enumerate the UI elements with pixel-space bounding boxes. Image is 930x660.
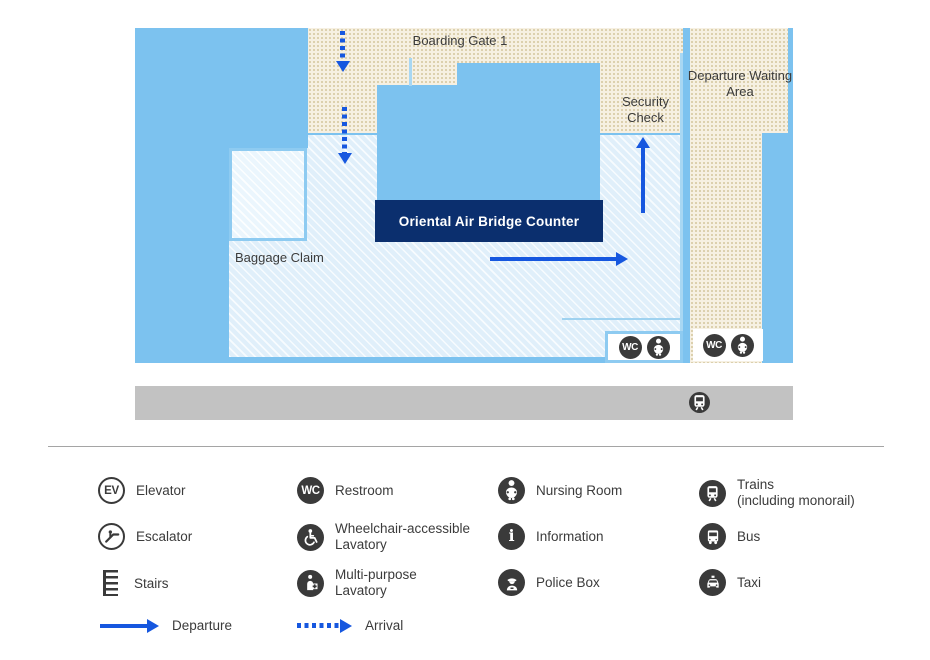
legend-taxi: Taxi: [699, 569, 761, 596]
legend-police-box: Police Box: [498, 569, 600, 596]
legend-restroom: WC Restroom: [297, 477, 394, 504]
legend-elevator: EV Elevator: [98, 477, 186, 504]
restroom-icon: WC: [702, 333, 726, 357]
legend-divider: [48, 446, 884, 447]
wheelchair-lavatory-icon: [297, 523, 324, 551]
departure-arrow-icon: [490, 252, 628, 266]
legend-label: Police Box: [536, 575, 600, 590]
area-separator-line: [680, 53, 683, 363]
legend-escalator: Escalator: [98, 523, 192, 550]
legend-label: Escalator: [136, 529, 193, 544]
restroom-partition-line: [562, 318, 680, 320]
nursing-room-icon: [646, 335, 670, 359]
departure-waiting-area-column: [690, 133, 762, 363]
legend-label: Trains (including monorail): [737, 477, 855, 508]
legend-label: Information: [536, 529, 604, 544]
departure-arrow-icon: [100, 618, 159, 633]
nursing-room-icon: [730, 333, 754, 357]
terminal-block-right: [457, 63, 600, 200]
legend-trains: Trains (including monorail): [699, 477, 855, 509]
bus-icon: [699, 523, 726, 550]
legend-label: Wheelchair-accessible Lavatory: [335, 521, 471, 552]
legend-multipurpose-lavatory: Multi-purpose Lavatory: [297, 567, 417, 599]
departure-waiting-area-top: [690, 28, 788, 133]
restroom-icon: WC: [618, 335, 642, 359]
legend-information: i Information: [498, 523, 604, 550]
gate-marker-line: [409, 58, 412, 86]
terminal-block-left: [377, 85, 457, 200]
legend-label: Restroom: [335, 483, 394, 498]
arrival-arrow-icon: [297, 618, 352, 633]
information-icon: i: [498, 523, 525, 550]
legend-wheelchair-lavatory: Wheelchair-accessible Lavatory: [297, 521, 470, 553]
transit-bar: [135, 386, 793, 420]
legend-label: Multi-purpose Lavatory: [335, 567, 417, 598]
legend-label: Arrival: [365, 618, 404, 633]
legend-bus: Bus: [699, 523, 760, 550]
baggage-claim-label: Baggage Claim: [235, 250, 324, 265]
oriental-air-bridge-counter: Oriental Air Bridge Counter: [375, 200, 603, 242]
arrival-arrow-icon: [338, 107, 352, 165]
multipurpose-lavatory-icon: [297, 569, 324, 597]
arrival-arrow-icon: [336, 31, 350, 73]
restroom-icon: WC: [297, 477, 324, 504]
counter-label: Oriental Air Bridge Counter: [398, 213, 580, 229]
stairs-icon: [103, 570, 118, 596]
taxi-icon: [699, 569, 726, 596]
elevator-icon: EV: [98, 477, 125, 504]
trains-icon: [689, 392, 710, 413]
legend-label: Elevator: [136, 483, 186, 498]
trains-icon: [699, 479, 726, 507]
legend-label: Nursing Room: [536, 483, 623, 498]
restroom-box-departure: WC: [693, 329, 763, 361]
security-check-label: Security Check: [622, 94, 669, 125]
restroom-box-hall: WC: [605, 331, 683, 363]
baggage-carousel: [229, 148, 307, 241]
nursing-room-icon: [498, 477, 525, 504]
departure-arrow-icon: [636, 137, 650, 213]
terminal-map: Oriental Air Bridge Counter Boarding Gat…: [135, 28, 793, 363]
escalator-icon: [98, 523, 125, 550]
legend-departure: Departure: [100, 618, 232, 633]
legend-label: Bus: [737, 529, 761, 544]
departure-waiting-label: Departure Waiting Area: [687, 68, 793, 99]
legend-arrival: Arrival: [297, 618, 403, 633]
legend-label: Taxi: [737, 575, 762, 590]
legend-nursing-room: Nursing Room: [498, 477, 622, 504]
legend-label: Stairs: [134, 575, 169, 591]
legend-label: Departure: [172, 618, 233, 633]
legend-stairs: Stairs: [103, 570, 169, 596]
hall-notch: [229, 135, 308, 148]
police-box-icon: [498, 569, 525, 596]
boarding-gate-label: Boarding Gate 1: [412, 33, 508, 48]
